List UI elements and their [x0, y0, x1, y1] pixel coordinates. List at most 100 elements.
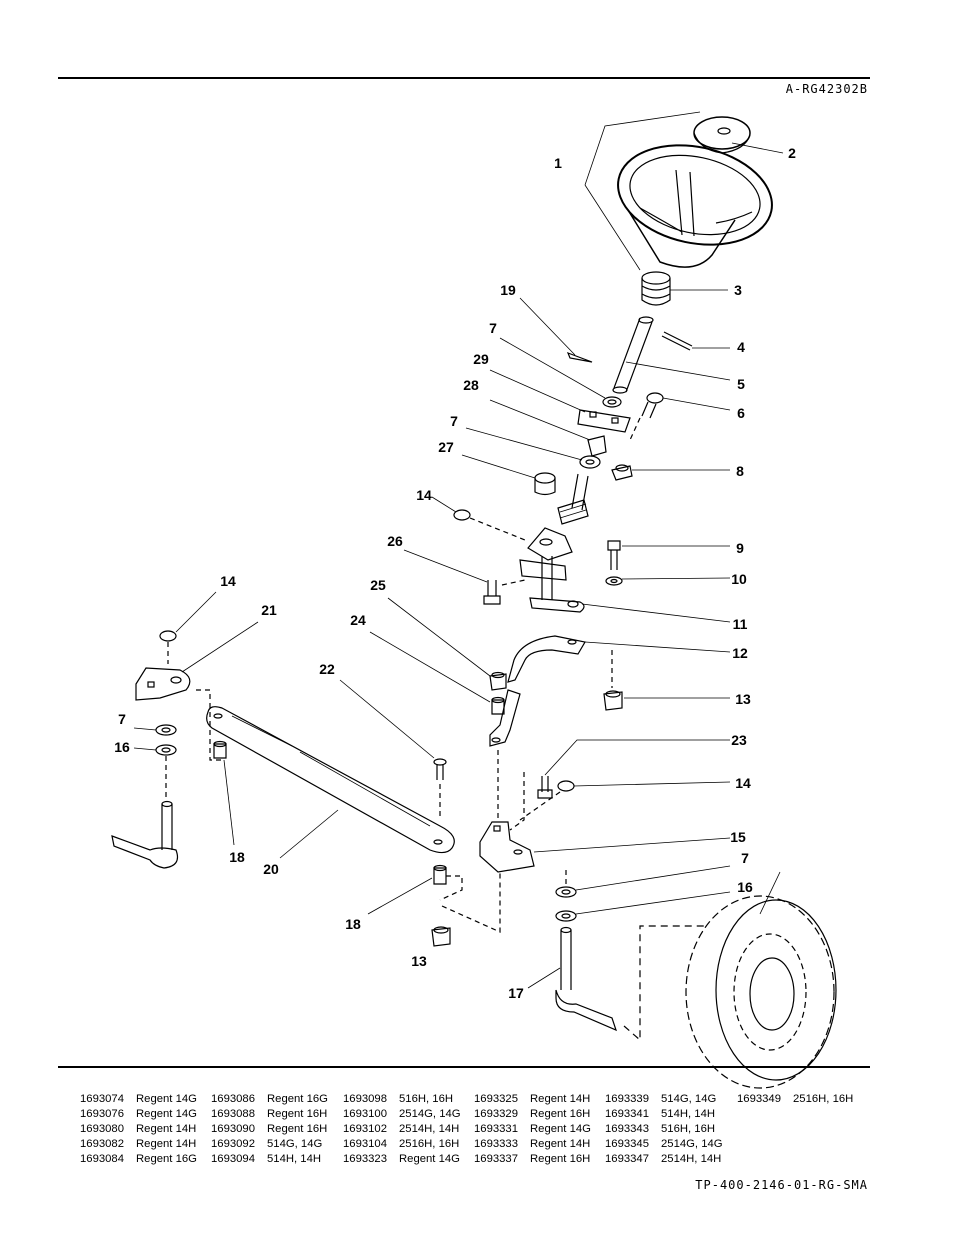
- callout-26: 26: [387, 533, 403, 549]
- model-name: 516H, 16H: [399, 1093, 454, 1105]
- callout-13: 13: [735, 691, 751, 707]
- model-part-number: 1693098: [343, 1093, 387, 1105]
- model-part-number: 1693333: [474, 1138, 518, 1150]
- callout-3: 3: [734, 282, 742, 298]
- model-name: Regent 14G: [136, 1093, 197, 1105]
- callout-19: 19: [500, 282, 516, 298]
- model-name: Regent 14G: [530, 1123, 591, 1135]
- model-part-number: 1693074: [80, 1093, 124, 1105]
- steering-wheel: [584, 111, 773, 271]
- model-part-number: 1693092: [211, 1138, 255, 1150]
- callout-29: 29: [473, 351, 489, 367]
- steering-bushing: [641, 271, 728, 306]
- cotter-pin: [519, 297, 593, 363]
- callout-18: 18: [229, 849, 245, 865]
- model-name: 2514H, 14H: [661, 1153, 722, 1165]
- model-name: 2514G, 14G: [661, 1138, 723, 1150]
- model-row: 1693345 2514G, 14G: [605, 1137, 723, 1152]
- model-name: Regent 14G: [399, 1153, 460, 1165]
- model-part-number: 1693094: [211, 1153, 255, 1165]
- model-part-number: 1693323: [343, 1153, 387, 1165]
- callout-10: 10: [731, 571, 747, 587]
- callout-2: 2: [788, 145, 796, 161]
- e-clip-left: [159, 591, 217, 664]
- model-name: Regent 16H: [267, 1108, 328, 1120]
- model-name: Regent 14H: [530, 1138, 591, 1150]
- callout-28: 28: [463, 377, 479, 393]
- flange-nut-8: [611, 464, 730, 481]
- callout-9: 9: [736, 540, 744, 556]
- carriage-bolt: [629, 392, 731, 441]
- flange-nut-13-upper: [603, 650, 730, 711]
- steering-cap: [693, 116, 784, 154]
- spindle-left: [111, 800, 179, 869]
- callout-11: 11: [733, 616, 748, 632]
- spacer-18-right: [367, 864, 463, 915]
- callout-8: 8: [736, 463, 744, 479]
- model-part-number: 1693082: [80, 1138, 124, 1150]
- callout-7-2: 7: [450, 413, 458, 429]
- model-name: Regent 16H: [530, 1153, 591, 1165]
- model-part-number: 1693100: [343, 1108, 387, 1120]
- spindle-bracket-right: [479, 750, 731, 873]
- model-part-number: 1693076: [80, 1108, 124, 1120]
- e-clip-lower: [519, 780, 731, 821]
- washers-left: [133, 724, 177, 802]
- model-part-number: 1693329: [474, 1108, 518, 1120]
- callout-5: 5: [737, 376, 745, 392]
- model-part-number: 1693337: [474, 1153, 518, 1165]
- callout-13-2: 13: [411, 953, 427, 969]
- steering-shaft: [612, 316, 731, 394]
- callout-23: 23: [731, 732, 747, 748]
- spindle-right: [527, 926, 617, 1032]
- roll-pin: [661, 331, 730, 351]
- model-part-number: 1693331: [474, 1123, 518, 1135]
- callout-7: 7: [489, 320, 497, 336]
- callout-7-4: 7: [741, 850, 749, 866]
- model-row: 1693076 Regent 14G: [80, 1107, 197, 1122]
- model-row: 1693333 Regent 14H: [474, 1137, 591, 1152]
- model-name: Regent 14G: [136, 1108, 197, 1120]
- model-part-number: 1693080: [80, 1123, 124, 1135]
- callout-27: 27: [438, 439, 454, 455]
- diagram-code: A-RG42302B: [785, 82, 868, 96]
- model-name: Regent 16H: [267, 1123, 328, 1135]
- callout-17: 17: [508, 985, 524, 1001]
- callout-15: 15: [730, 829, 746, 845]
- model-part-number: 1693345: [605, 1138, 649, 1150]
- washer-10: [605, 576, 731, 586]
- spindle-bracket-left: [135, 621, 259, 761]
- bolt-26: [403, 549, 526, 605]
- model-part-number: 1693086: [211, 1093, 255, 1105]
- model-row: 1693098 516H, 16H: [343, 1092, 461, 1107]
- model-part-number: 1693349: [737, 1093, 781, 1105]
- model-part-number: 1693104: [343, 1138, 387, 1150]
- callout-25: 25: [370, 577, 386, 593]
- nut-25-spacer-24: [369, 597, 507, 715]
- model-name: 514H, 14H: [661, 1108, 716, 1120]
- callout-labels: 1234567777891011121313141414151616171818…: [114, 145, 796, 1001]
- tie-rod: [206, 706, 455, 859]
- callout-21: 21: [261, 602, 277, 618]
- model-name: 2514G, 14G: [399, 1108, 461, 1120]
- model-part-number: 1693088: [211, 1108, 255, 1120]
- top-rule: [58, 77, 870, 79]
- callout-4: 4: [737, 339, 745, 355]
- model-row: 1693088 Regent 16H: [211, 1107, 328, 1122]
- drag-link: [489, 635, 731, 747]
